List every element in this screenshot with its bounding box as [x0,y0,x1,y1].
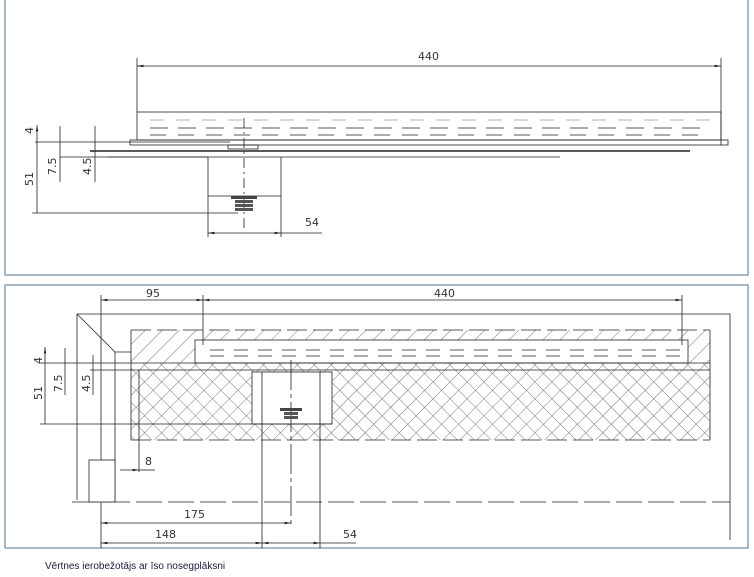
dim-7-5: 7.5 [46,158,59,176]
dim-8: 8 [145,455,152,468]
top-view-panel: 440 54 4 51 7.5 4.5 [4,0,749,276]
panel-frame [4,0,749,276]
dim-54: 54 [305,216,319,229]
cover-plate [129,139,729,146]
hinge-icon [88,459,116,503]
closer-body [136,111,722,141]
dim-4: 4 [23,127,36,134]
drawing-caption: Vērtnes ierobežotājs ar īso nosegplāksni [45,561,226,572]
section-view-panel: 95 440 8 175 148 54 4 51 7.5 4.5 [4,284,749,549]
dim-7-5: 7.5 [52,375,65,393]
dim-54: 54 [343,528,357,541]
dim-95: 95 [146,287,160,300]
dim-4-5: 4.5 [80,375,93,393]
dim-440: 440 [418,50,439,63]
dim-51: 51 [32,386,45,400]
dim-440: 440 [434,287,455,300]
door-leaf-section [131,363,710,440]
spring-icon [280,408,302,419]
panel-frame [4,284,749,549]
dim-4: 4 [32,357,45,364]
closer-body [194,339,689,364]
spring-icon [231,196,257,211]
dim-148: 148 [155,528,176,541]
dim-51: 51 [23,172,36,186]
dim-4-5: 4.5 [81,158,94,176]
dim-175: 175 [184,508,205,521]
